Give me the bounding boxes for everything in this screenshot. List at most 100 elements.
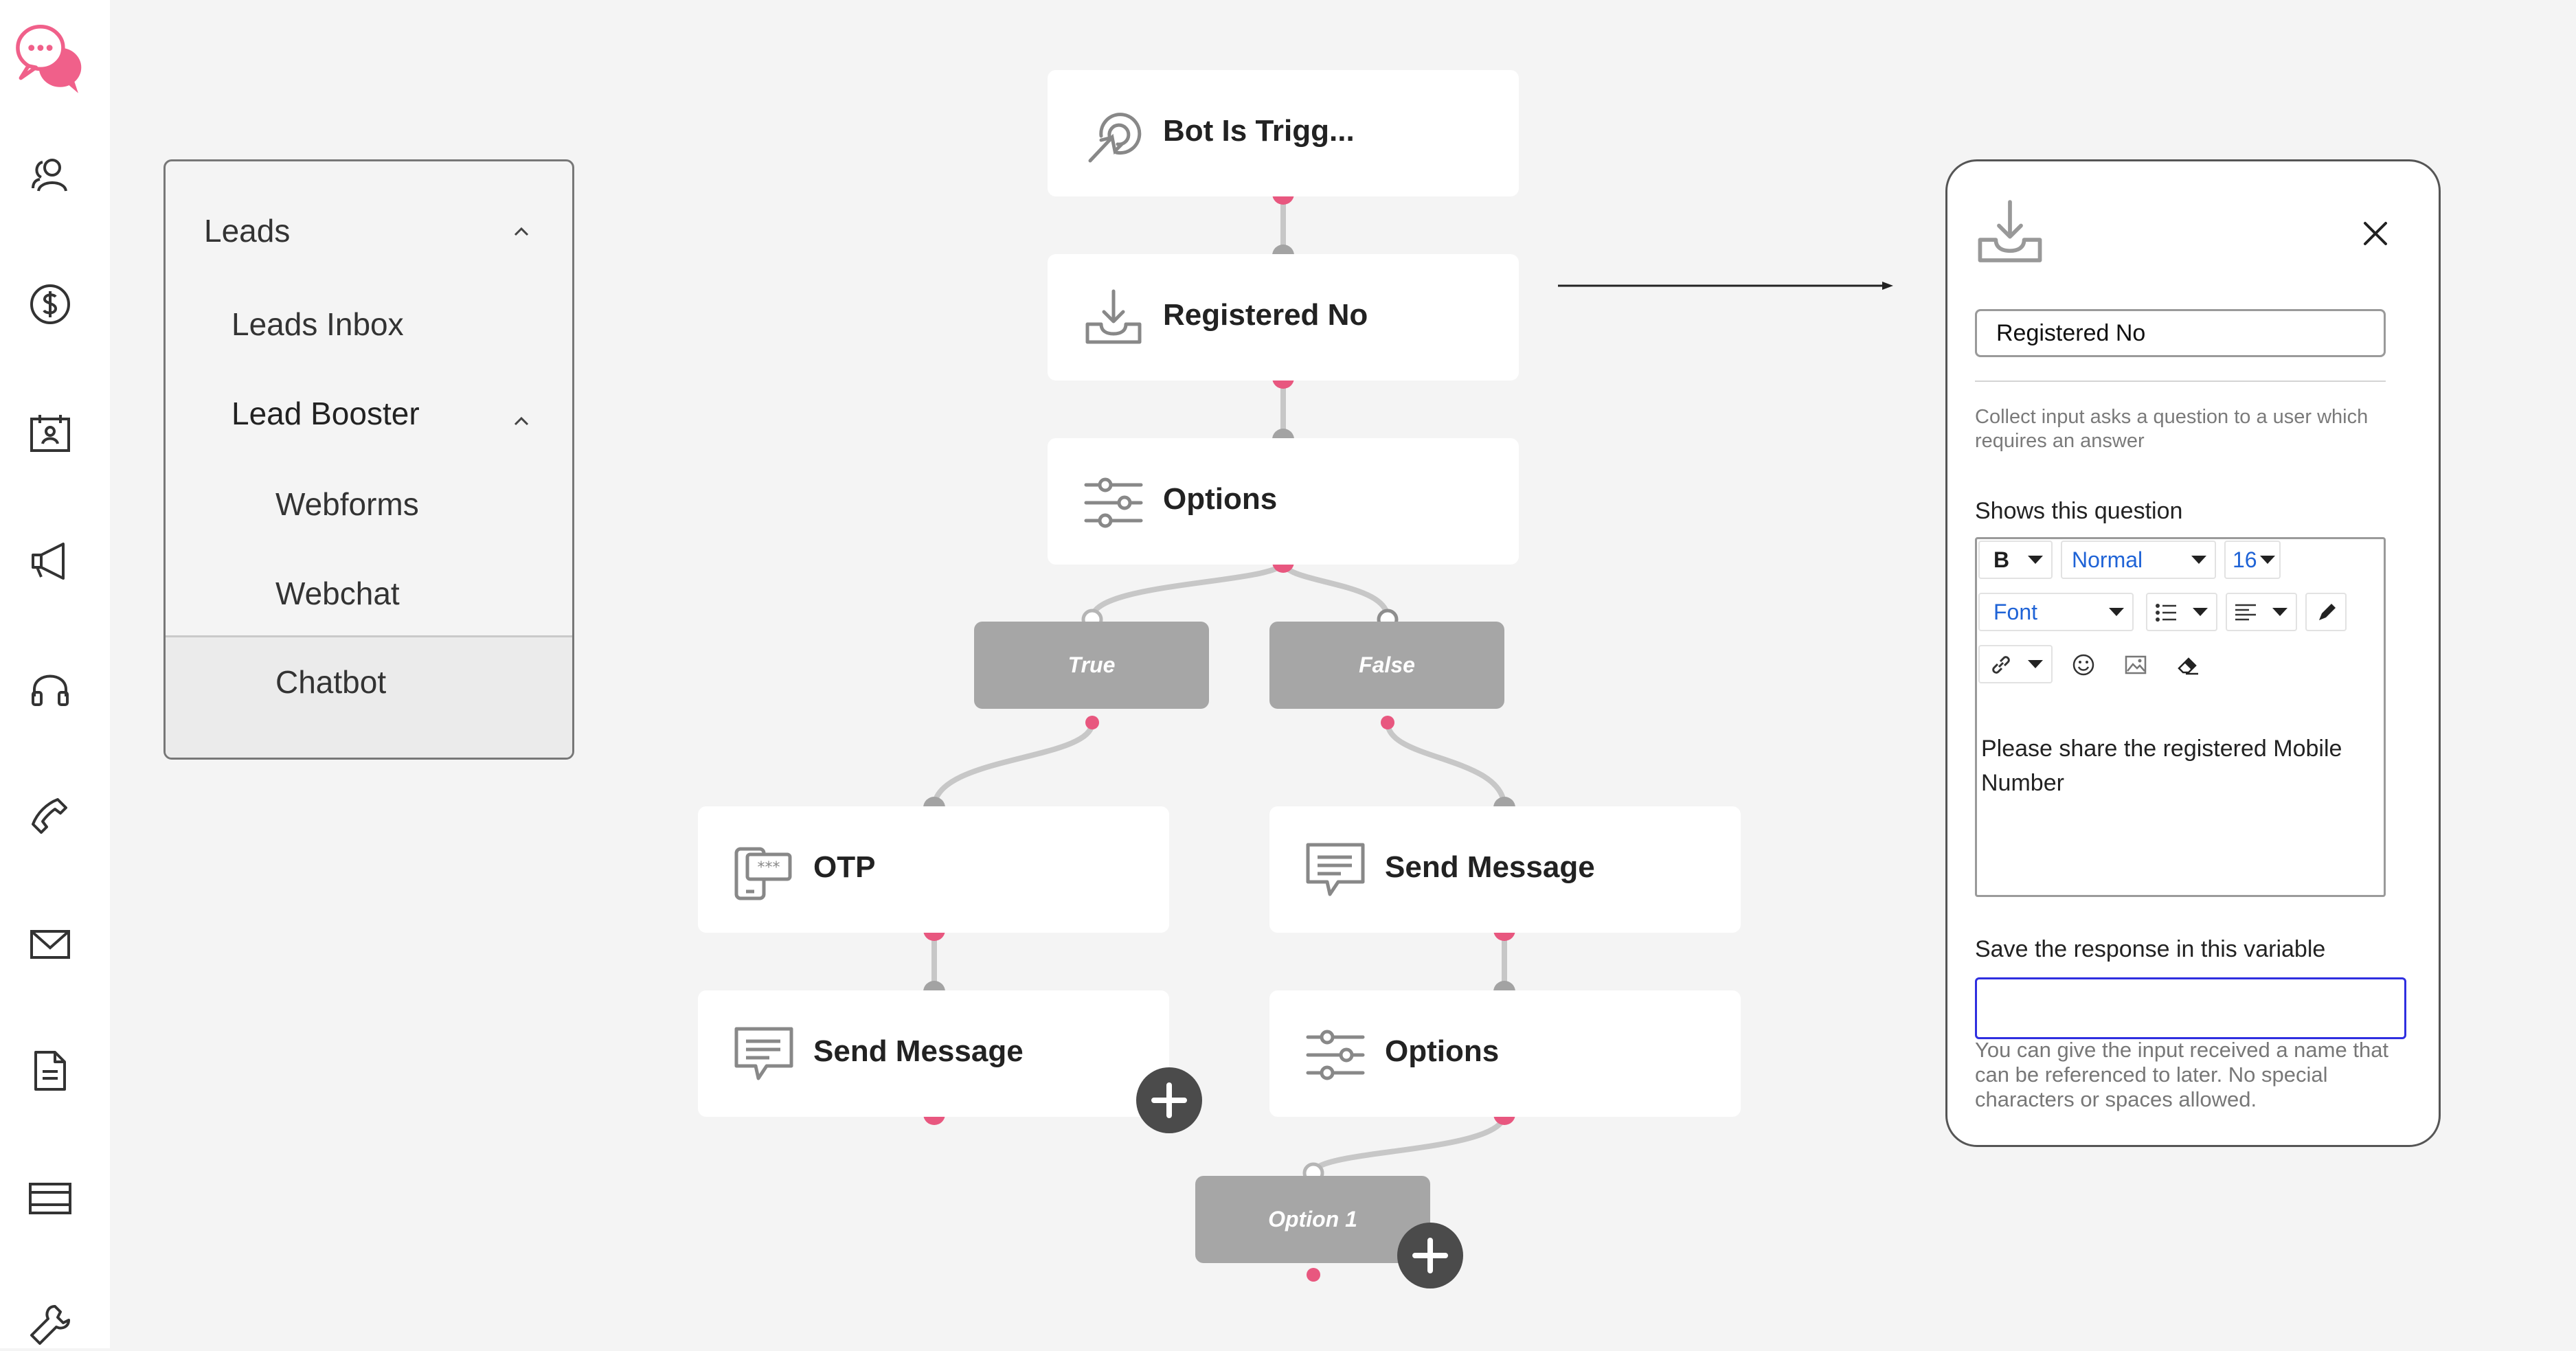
svg-text:***: *** — [758, 859, 780, 876]
node-trigger[interactable]: Bot Is Trigg... — [1048, 70, 1519, 196]
caret-down-icon — [2193, 608, 2208, 616]
submenu-leads-label: Leads — [204, 213, 291, 249]
megaphone-icon[interactable] — [27, 538, 73, 584]
pen-icon — [2319, 604, 2336, 620]
caret-down-icon — [2028, 660, 2043, 668]
sliders-icon — [1302, 1022, 1368, 1088]
target-cursor-icon — [1081, 102, 1146, 168]
headset-icon[interactable] — [27, 666, 73, 712]
inbox-download-icon — [1972, 196, 2048, 271]
font-dropdown[interactable]: Font — [1978, 593, 2134, 631]
sliders-icon — [1081, 470, 1146, 536]
close-icon — [2364, 222, 2387, 245]
submenu-leads[interactable]: Leads — [166, 212, 572, 253]
variable-label: Save the response in this variable — [1975, 936, 2326, 962]
caret-down-icon — [2109, 608, 2124, 616]
node-registered-no[interactable]: Registered No — [1048, 254, 1519, 381]
submenu-webchat[interactable]: Webchat — [166, 575, 572, 616]
align-left-icon — [2235, 604, 2256, 621]
submenu-webforms[interactable]: Webforms — [166, 486, 572, 527]
node-registered-no-label: Registered No — [1163, 298, 1368, 332]
eraser-icon — [2178, 657, 2198, 675]
bulleted-list-icon — [2156, 604, 2176, 622]
style-label: Normal — [2072, 547, 2143, 572]
message-icon — [1302, 838, 1368, 904]
chevron-up-icon[interactable] — [512, 222, 531, 241]
submenu-leads-inbox[interactable]: Leads Inbox — [166, 306, 572, 347]
emoji-button[interactable] — [2061, 645, 2106, 683]
chat-bubbles-logo-icon[interactable] — [11, 21, 82, 93]
chevron-up-icon[interactable] — [512, 411, 531, 431]
inbox-download-icon — [1081, 286, 1146, 352]
variable-help-text: You can give the input received a name t… — [1975, 1038, 2389, 1111]
caret-down-icon — [2028, 556, 2043, 564]
plus-icon — [1412, 1238, 1448, 1273]
phone-icon[interactable] — [27, 794, 73, 839]
plus-icon — [1151, 1082, 1187, 1118]
node-options-right[interactable]: Options — [1269, 990, 1741, 1117]
font-label: Font — [1993, 600, 2038, 624]
node-otp[interactable]: *** OTP — [698, 806, 1169, 933]
caret-down-icon — [2260, 556, 2275, 564]
image-button[interactable] — [2113, 645, 2158, 683]
output-port[interactable] — [1381, 716, 1394, 729]
variable-input[interactable] — [1975, 977, 2406, 1039]
dollar-icon[interactable] — [27, 282, 73, 327]
submenu-chatbot-label: Chatbot — [275, 664, 387, 700]
caret-down-icon — [2272, 608, 2287, 616]
add-option-button[interactable] — [1397, 1223, 1463, 1288]
submenu-lead-booster-label: Lead Booster — [231, 396, 420, 431]
submenu-webforms-label: Webforms — [275, 486, 419, 522]
node-options[interactable]: Options — [1048, 438, 1519, 565]
node-properties-panel: Registered No Collect input asks a quest… — [1945, 159, 2441, 1147]
emoji-icon — [2072, 654, 2094, 676]
question-editor[interactable]: B Normal 16 Font — [1975, 537, 2386, 897]
size-dropdown[interactable]: 16 — [2224, 541, 2281, 579]
image-icon — [2125, 655, 2147, 674]
node-otp-label: OTP — [813, 850, 876, 884]
node-options-label: Options — [1163, 482, 1278, 516]
link-dropdown[interactable] — [1978, 645, 2053, 683]
branch-option-1[interactable]: Option 1 — [1195, 1176, 1430, 1263]
leads-submenu: Leads Leads Inbox Lead Booster Webforms … — [163, 159, 574, 760]
calendar-icon[interactable] — [27, 411, 73, 456]
otp-phone-icon: *** — [731, 838, 797, 904]
node-send-message-left-label: Send Message — [813, 1034, 1024, 1068]
contacts-icon[interactable] — [27, 152, 73, 198]
output-port[interactable] — [1307, 1268, 1320, 1282]
bold-dropdown[interactable]: B — [1978, 541, 2053, 579]
card-icon[interactable] — [27, 1176, 73, 1221]
size-label: 16 — [2233, 547, 2257, 572]
bold-label: B — [1993, 547, 2010, 572]
submenu-leads-inbox-label: Leads Inbox — [231, 306, 404, 342]
node-send-message-left[interactable]: Send Message — [698, 990, 1169, 1117]
output-port[interactable] — [1085, 716, 1099, 729]
node-trigger-label: Bot Is Trigg... — [1163, 114, 1355, 148]
wrench-icon[interactable] — [27, 1302, 73, 1348]
message-icon — [731, 1022, 797, 1088]
divider — [1975, 381, 2386, 382]
node-send-message-right[interactable]: Send Message — [1269, 806, 1741, 933]
link-icon — [1992, 656, 2010, 674]
question-text[interactable]: Please share the registered Mobile Numbe… — [1981, 736, 2342, 796]
submenu-chatbot[interactable]: Chatbot — [166, 635, 572, 758]
icon-rail — [0, 0, 110, 1348]
node-description: Collect input asks a question to a user … — [1975, 406, 2369, 452]
mail-icon[interactable] — [27, 922, 73, 967]
align-dropdown[interactable] — [2226, 593, 2297, 631]
add-node-button[interactable] — [1136, 1067, 1202, 1133]
close-button[interactable] — [2358, 216, 2393, 251]
style-dropdown[interactable]: Normal — [2061, 541, 2216, 579]
branch-true[interactable]: True — [974, 622, 1209, 709]
submenu-lead-booster[interactable]: Lead Booster — [166, 395, 572, 436]
node-options-right-label: Options — [1385, 1034, 1500, 1068]
branch-false[interactable]: False — [1269, 622, 1504, 709]
clear-format-button[interactable] — [2165, 645, 2211, 683]
submenu-webchat-label: Webchat — [275, 576, 400, 611]
node-name-field[interactable]: Registered No — [1975, 309, 2386, 357]
list-dropdown[interactable] — [2146, 593, 2217, 631]
document-icon[interactable] — [27, 1048, 73, 1093]
question-label: Shows this question — [1975, 498, 2183, 524]
node-send-message-right-label: Send Message — [1385, 850, 1595, 884]
highlight-button[interactable] — [2305, 593, 2347, 631]
